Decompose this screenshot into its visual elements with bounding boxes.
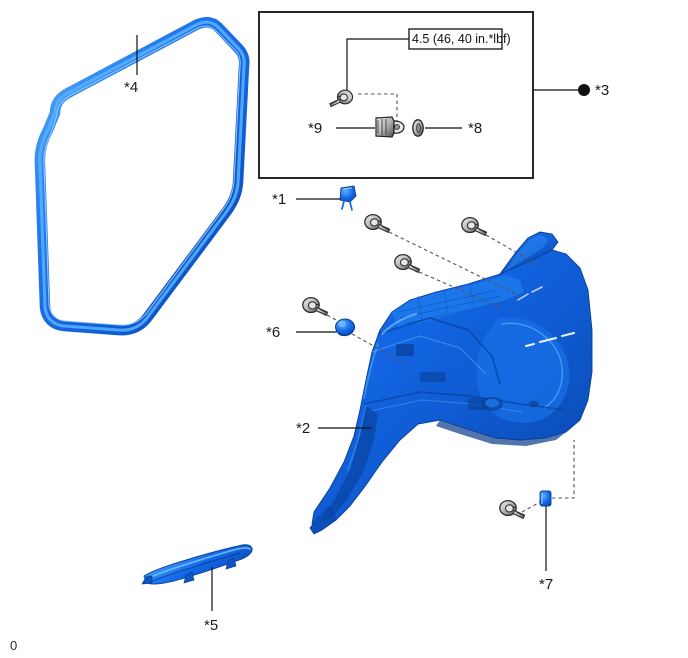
- assembly-dash-inset: [358, 93, 398, 122]
- part-clip-7: [539, 490, 552, 507]
- callout-label-4: *4: [124, 79, 138, 96]
- callout-label-2: *2: [296, 420, 310, 437]
- part-weatherstrip-4: [34, 17, 250, 336]
- callout-label-7: *7: [539, 576, 553, 593]
- callout-label-5: *5: [204, 617, 218, 634]
- assembly-dash-1: [388, 231, 521, 297]
- part-grommet-6: [335, 318, 355, 337]
- callout-label-9: *9: [308, 120, 322, 137]
- bullet-marker-3: [578, 84, 590, 96]
- leader-line-torque: [346, 38, 409, 90]
- part-nut-8: [412, 119, 424, 137]
- torque-value: 4.5 (46, 40 in.*lbf): [412, 32, 511, 46]
- part-clip-1: [339, 185, 357, 211]
- corner-marker: 0: [10, 638, 17, 653]
- part-quarter-trim-panel-2: [309, 231, 593, 535]
- callout-label-6: *6: [266, 324, 280, 341]
- assembly-dash-4a: [326, 314, 341, 323]
- part-bracket-9: [375, 116, 405, 138]
- assembly-dash-2: [418, 271, 503, 309]
- callout-label-8: *8: [468, 120, 482, 137]
- callout-label-1: *1: [272, 191, 286, 208]
- part-scuff-plate-5: [141, 544, 253, 585]
- assembly-dash-7b: [552, 440, 575, 499]
- callout-label-3: *3: [595, 82, 609, 99]
- assembly-dash-7a: [521, 501, 541, 513]
- assembly-dash-4b: [351, 333, 411, 367]
